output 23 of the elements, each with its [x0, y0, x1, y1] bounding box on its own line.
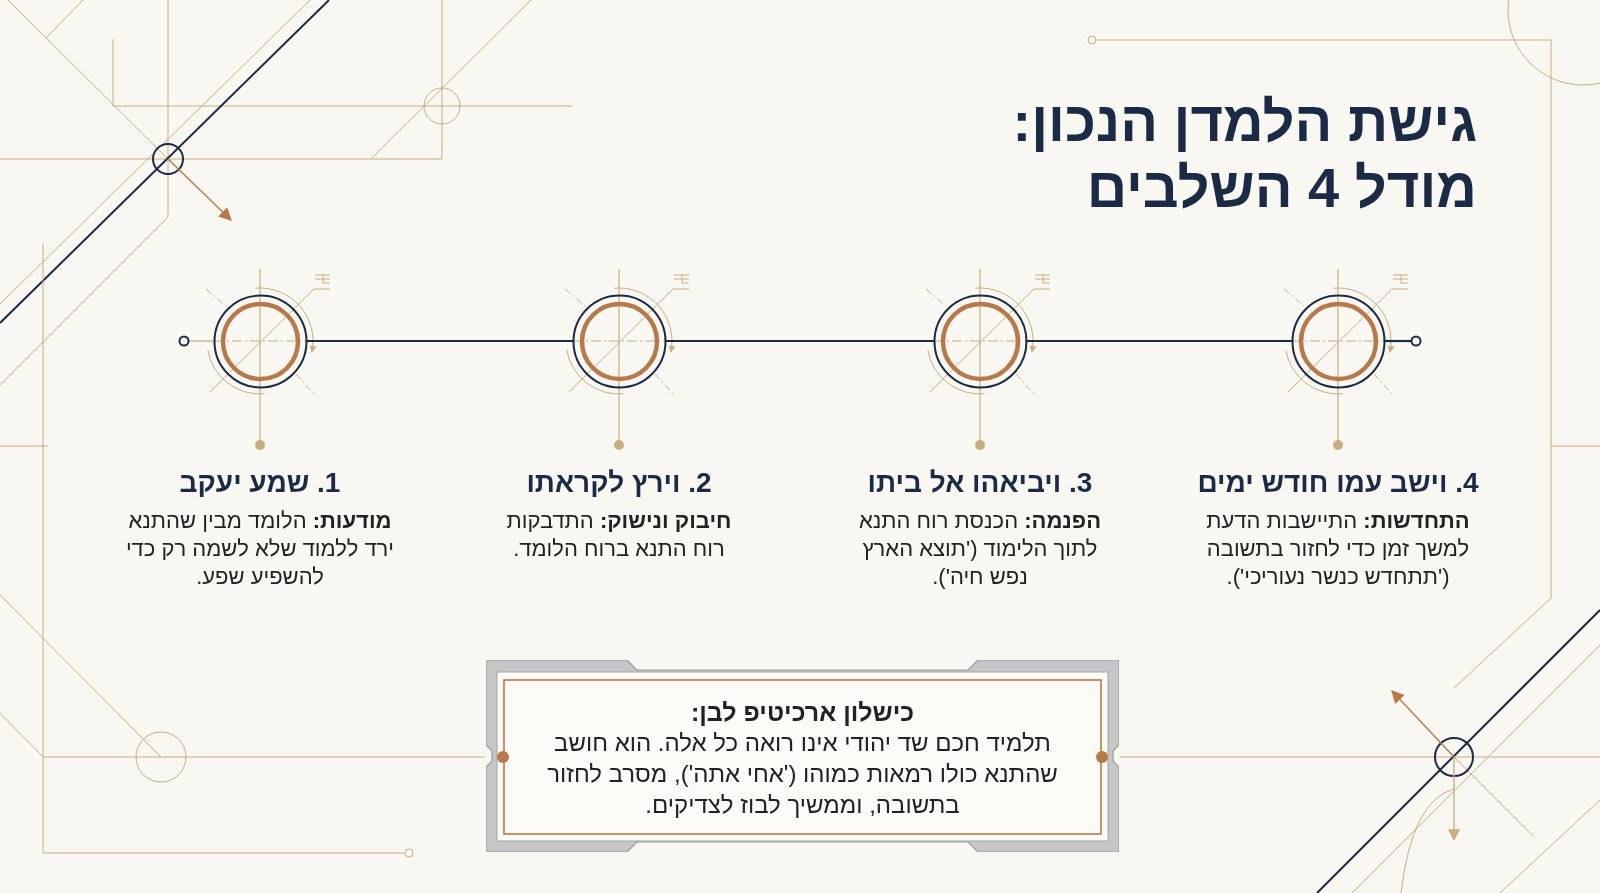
connector-line [1384, 339, 1412, 343]
ring-circle [1290, 293, 1386, 389]
panel-text: תלמיד חכם שד יהודי אינו רואה כל אלה. הוא חושב שהתנא כולו רמאות כמוהו ('אחי אתה'), מסרב לחזור בתשובה, וממשיך לבוז לצדיקים. [546, 728, 1059, 820]
connector-line [665, 339, 934, 343]
ring-circle [932, 293, 1028, 389]
connector-line [1026, 339, 1292, 343]
step-heading: 1. שמע יעקב [179, 466, 341, 500]
connector-line [187, 340, 215, 342]
framed-panel [486, 660, 1119, 852]
ring-circle [212, 293, 308, 389]
title: גישת הלמדן הנכון: מודל 4 השלבים [1011, 89, 1477, 221]
step-heading: 3. ויביאהו אל ביתו [867, 466, 1093, 500]
end-circle [1410, 335, 1422, 347]
connector-line [306, 339, 573, 343]
step-text: התחדשות: התיישבות הדעת למשך זמן כדי לחזור בתשובה ('תתחדש כנשר נעוריכי'). [1205, 507, 1471, 591]
step-heading: 2. וירץ לקראתו [526, 466, 712, 500]
step-text: חיבוק ונישוק: התדבקות רוח התנא ברוח הלומד. [505, 507, 733, 563]
end-circle [178, 335, 190, 347]
ring-circle [571, 293, 667, 389]
step-heading: 4. וישב עמו חודש ימים [1197, 466, 1479, 500]
step-text: מודעות: הלומד מבין שהתנא ירד ללמוד שלא לשמה רק כדי להשפיע שפע. [124, 507, 396, 591]
panel-heading: כישלון ארכיטיפ לבן: [690, 697, 915, 727]
step-text: הפנמה: הכנסת רוח התנא לתוך הלימוד ('תוצא הארץ נפש חיה'). [857, 507, 1103, 591]
